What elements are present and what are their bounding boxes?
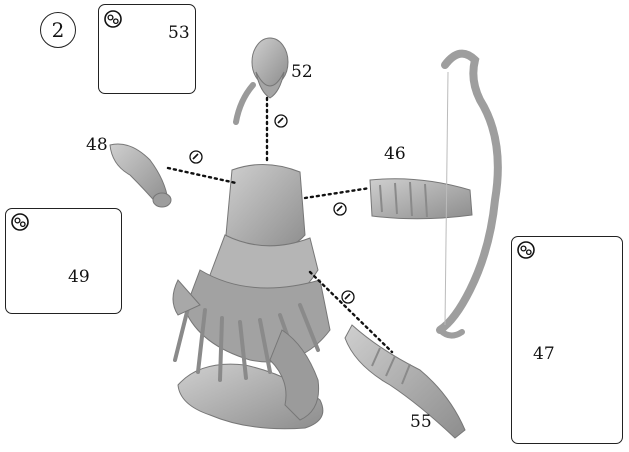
part-label-52: 52: [291, 64, 313, 81]
part-label-48: 48: [86, 137, 108, 154]
gears-icon: [105, 11, 121, 27]
gears-icon: [12, 214, 28, 230]
gears-icon: [518, 242, 534, 258]
part-label-47: 47: [533, 346, 555, 363]
part-label-53: 53: [168, 25, 190, 42]
part-label-55: 55: [410, 414, 432, 431]
part-label-49: 49: [68, 269, 90, 286]
part-label-46: 46: [384, 146, 406, 163]
